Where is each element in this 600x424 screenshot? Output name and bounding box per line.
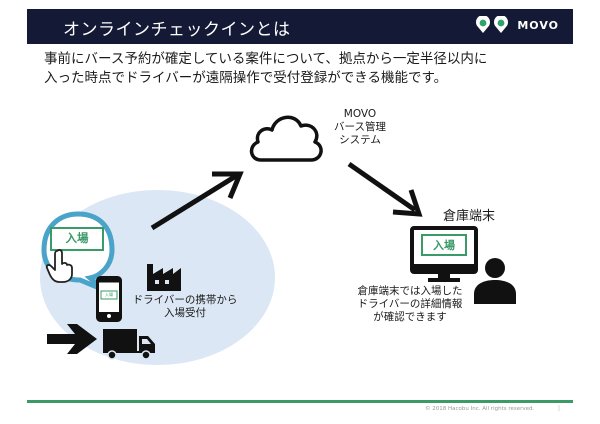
cloud-icon [249,115,323,162]
terminal-entry-label: 入場 [433,239,455,252]
entry-button-label: 入場 [65,231,89,245]
arrow-up-right-icon [150,171,244,231]
location-pin-icon [476,16,491,33]
arrow-right-icon [47,324,97,354]
terminal-caption-line: ドライバーの詳細情報 [357,298,463,310]
cloud-label-line: システム [339,134,381,146]
terminal-title: 倉庫端末 [443,209,496,224]
description-line: 入った時点でドライバーが遠隔操作で受付登録ができる機能です。 [44,70,448,86]
phone-caption-line: ドライバーの携帯から [132,294,238,306]
description-line: 事前にバース予約が確定している案件について、拠点から一定半径以内に [44,51,488,67]
factory-icon [147,264,181,291]
cloud-label-line: MOVO [343,108,377,120]
entry-button[interactable] [50,227,104,251]
terminal-caption: 倉庫端末では入場した ドライバーの詳細情報 が確認できます [350,285,470,324]
terminal-caption-line: が確認できます [373,311,447,323]
terminal-caption-line: 倉庫端末では入場した [357,285,463,297]
page-title: オンラインチェックインとは [63,20,291,40]
phone-caption: ドライバーの携帯から 入場受付 [120,294,250,320]
location-pin-icon [494,16,509,33]
movo-logo: MOVO [475,16,559,34]
truck-icon [103,329,155,360]
cloud-label-line: バース管理 [334,121,386,133]
footer-divider [27,400,573,403]
phone-entry-label: 入場 [105,292,113,297]
title-bar: オンラインチェックインとは MOVO [27,9,573,44]
cloud-label: MOVO バース管理 システム [330,108,390,147]
phone-caption-line: 入場受付 [164,307,206,319]
smartphone-icon [96,276,122,322]
brand-name: MOVO [517,18,559,32]
feature-description: 事前にバース予約が確定している案件について、拠点から一定半径以内に 入った時点で… [44,50,487,88]
page-marker: | [558,405,561,412]
person-icon [474,258,516,304]
copyright-text: © 2018 Hacobu Inc. All rights reserved. [425,406,535,412]
arrow-down-right-icon [347,161,423,217]
terminal-entry-button [421,234,467,256]
hand-pointer-icon [45,249,73,283]
